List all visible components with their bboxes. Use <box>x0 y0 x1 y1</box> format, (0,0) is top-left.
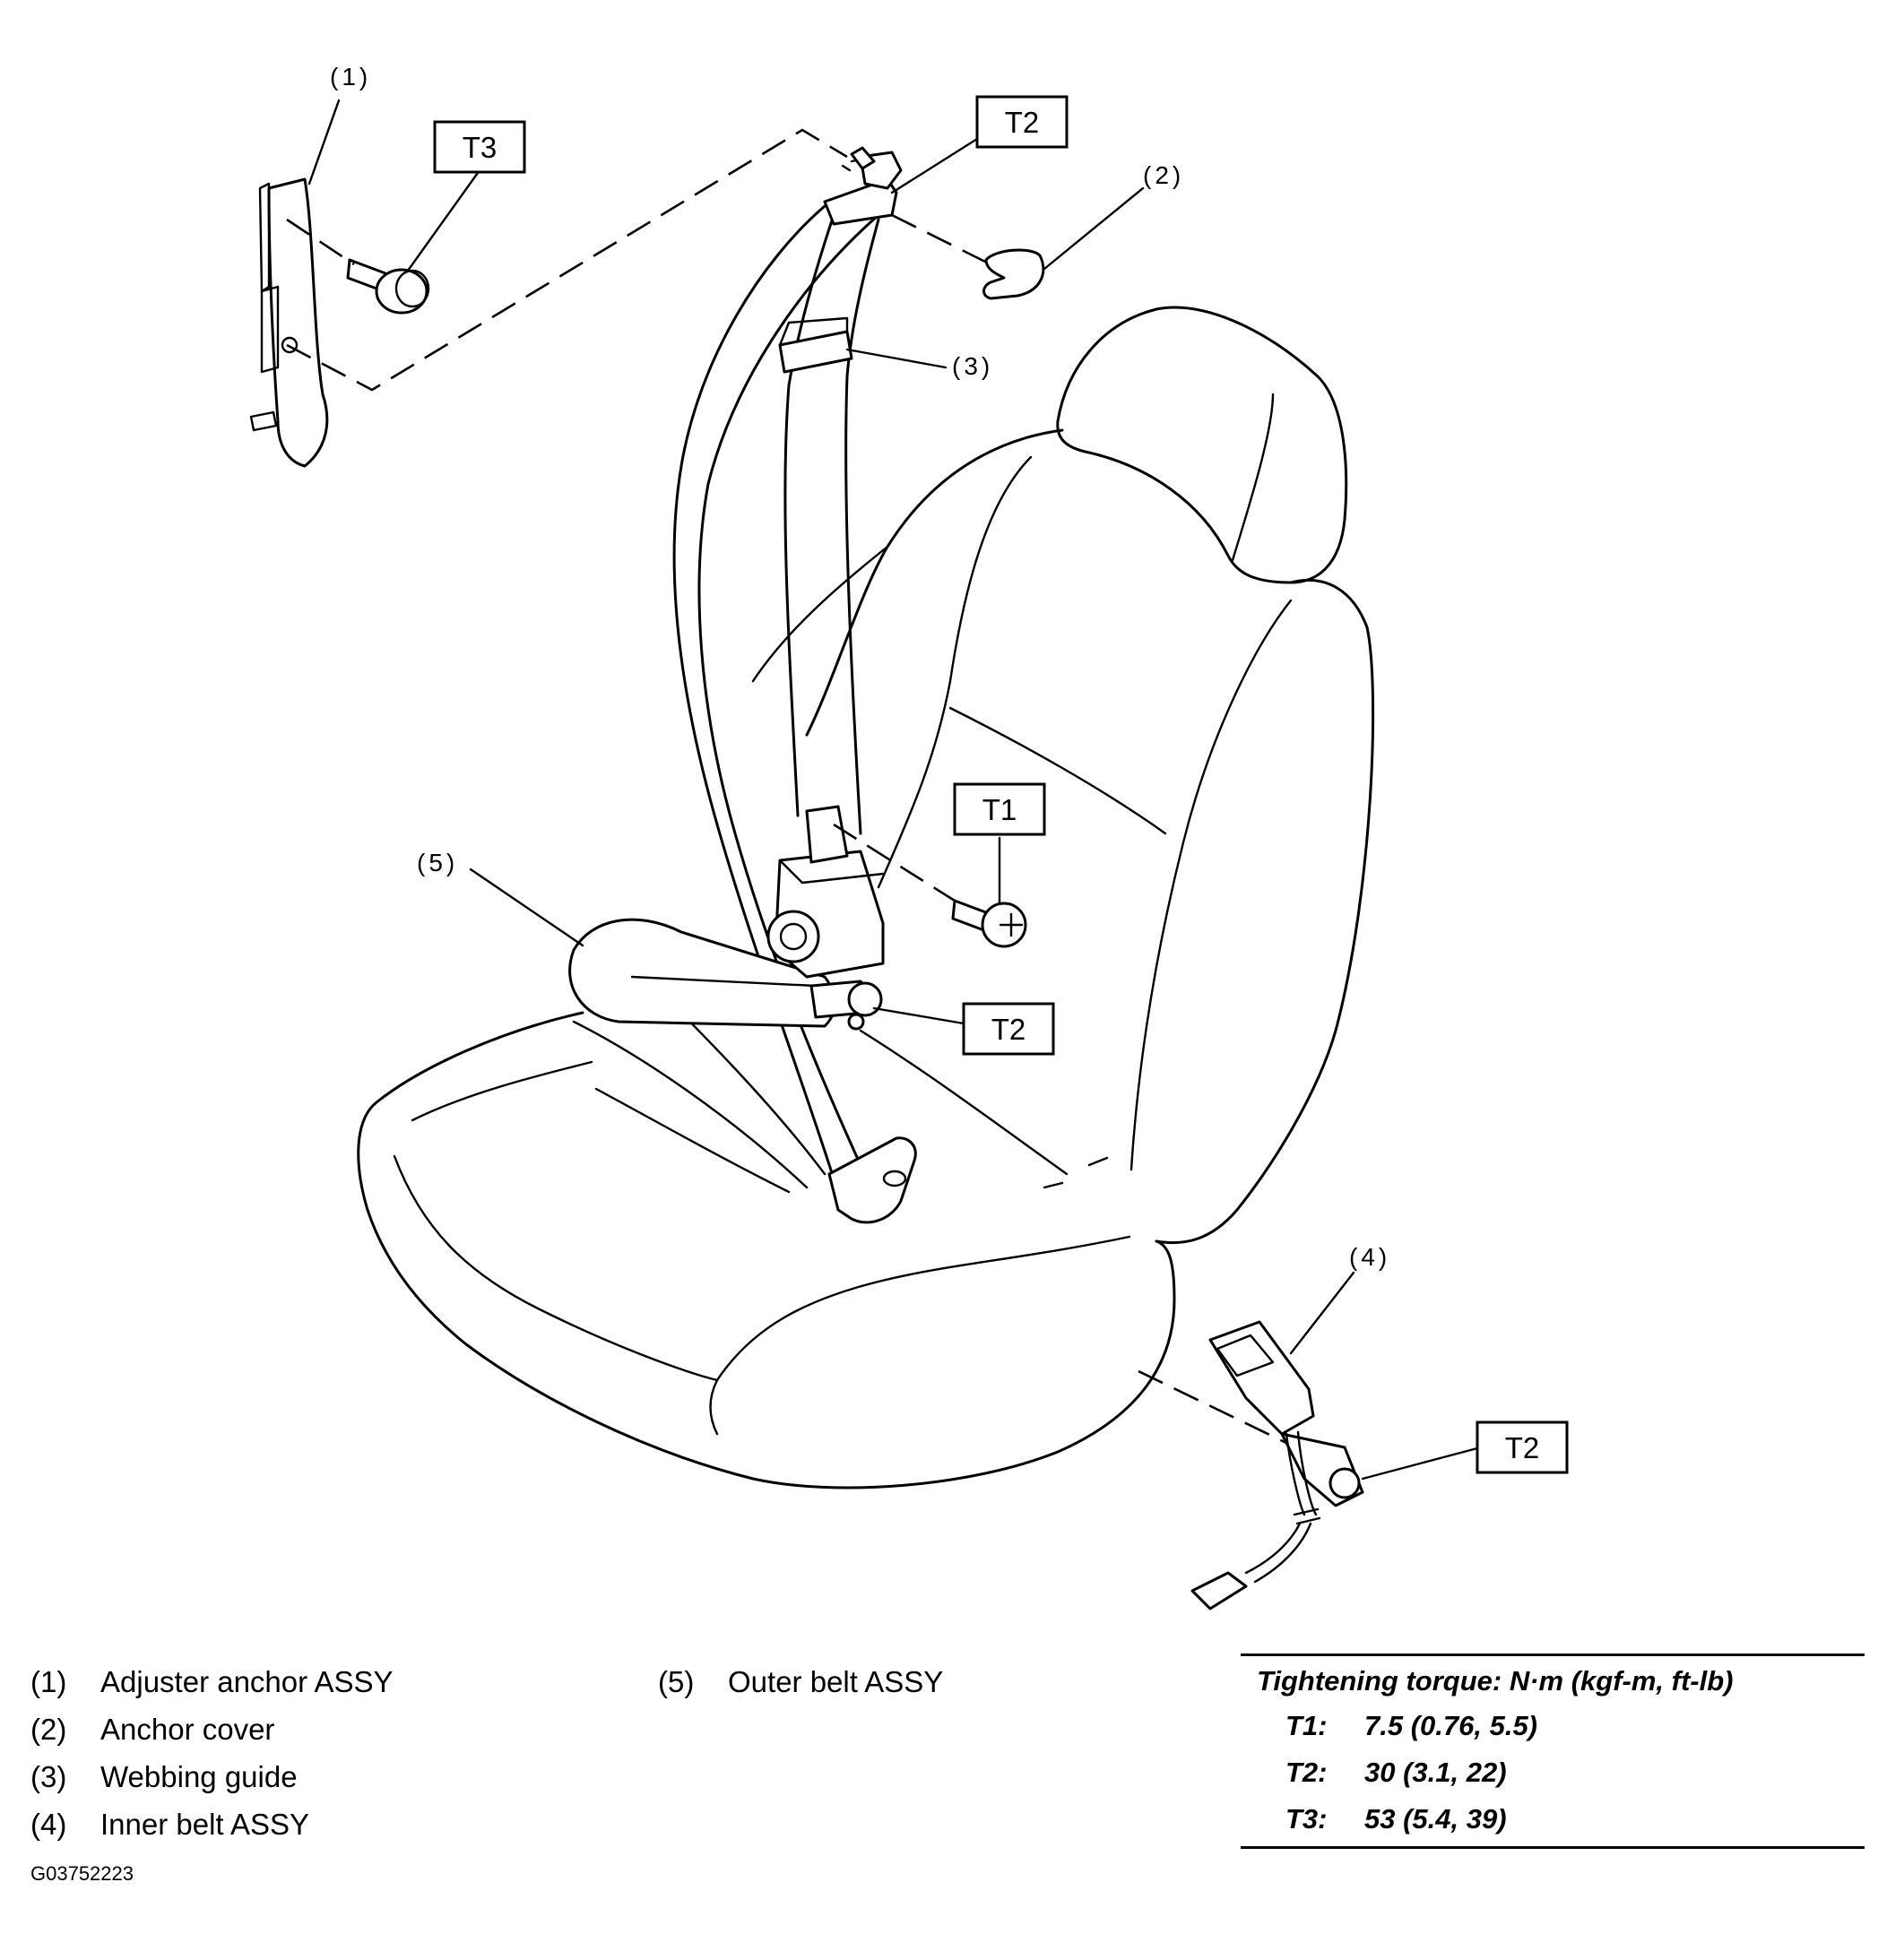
torque-box-t3: T3 <box>433 120 526 174</box>
svg-text:T2: T2 <box>1005 106 1040 139</box>
tongue-plate <box>827 1136 917 1224</box>
retractor-spool <box>766 910 820 963</box>
legend-item: (2) Anchor cover <box>30 1713 275 1746</box>
torque-row-t3: T3: 53 (5.4, 39) <box>1285 1803 1507 1835</box>
webbing-guide <box>778 330 853 374</box>
adjuster-anchor <box>249 177 329 468</box>
outer-belt <box>568 146 917 1224</box>
leader-lines <box>307 99 1479 1481</box>
seat-illustration <box>357 306 1375 1489</box>
torque-table-title: Tightening torque: N·m (kgf-m, ft-lb) <box>1257 1665 1734 1697</box>
assembly-lines <box>286 128 1287 1445</box>
legend-item: (3) Webbing guide <box>30 1760 298 1793</box>
torque-row-t1: T1: 7.5 (0.76, 5.5) <box>1285 1710 1538 1741</box>
t3-bolt <box>346 258 430 315</box>
t1-bolt <box>951 899 1027 948</box>
callout-5: (5) <box>417 849 458 876</box>
legend-right: (5) Outer belt ASSY <box>658 1658 943 1705</box>
svg-text:T3: T3 <box>463 131 498 164</box>
torque-box-t1: T1 <box>953 782 1046 836</box>
torque-box-t2-bottom: T2 <box>1476 1420 1569 1474</box>
svg-text:T2: T2 <box>1505 1431 1540 1464</box>
torque-box-t2-mid: T2 <box>962 1002 1055 1056</box>
legend-item: (4) Inner belt ASSY <box>30 1808 309 1841</box>
svg-text:T1: T1 <box>982 793 1017 826</box>
figure-code: G03752223 <box>30 1862 134 1885</box>
seat-cushion <box>357 1011 1176 1489</box>
callout-3: (3) <box>952 352 993 380</box>
torque-row-t2: T2: 30 (3.1, 22) <box>1285 1757 1507 1788</box>
legend-left: (1) Adjuster anchor ASSY (2) Anchor cove… <box>30 1658 394 1848</box>
anchor-cover <box>982 248 1045 300</box>
callouts: (1) (2) (3) (4) (5) <box>330 63 1390 1271</box>
torque-table: Tightening torque: N·m (kgf-m, ft-lb) T1… <box>1241 1653 1865 1849</box>
legend-item: (5) Outer belt ASSY <box>658 1665 944 1698</box>
torque-box-t2-top: T2 <box>975 95 1069 149</box>
svg-text:T2: T2 <box>991 1013 1026 1046</box>
callout-4: (4) <box>1349 1243 1390 1271</box>
headrest <box>1056 306 1348 584</box>
callout-2: (2) <box>1143 161 1184 189</box>
callout-1: (1) <box>330 63 371 91</box>
seat-belt-diagram: (1) (2) (3) (4) (5) T3 T2 T1 T2 T2 <box>249 63 1569 1610</box>
legend-item: (1) Adjuster anchor ASSY <box>30 1665 394 1698</box>
inner-belt <box>1190 1320 1364 1610</box>
retractor-bracket <box>805 805 849 864</box>
